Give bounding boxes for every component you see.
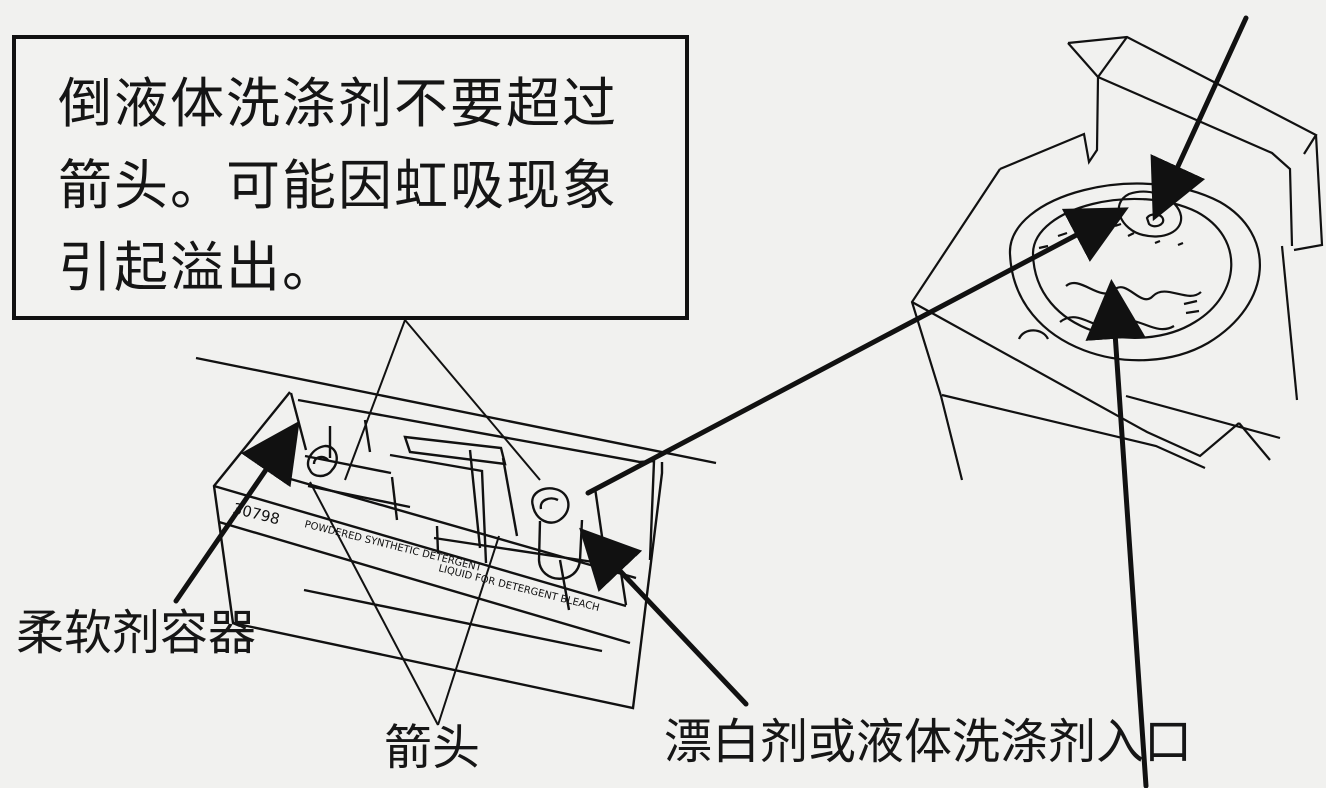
- bleach-or-liquid-inlet-label: 漂白剂或液体洗涤剂入口: [664, 714, 1193, 770]
- warning-note-text: 倒液体洗涤剂不要超过 箭头。可能因虹吸现象 引起溢出。: [58, 63, 668, 309]
- arrow-callout-lines: [309, 481, 500, 726]
- arrow-label: 箭头: [384, 720, 481, 776]
- callout-arrows: [173, 15, 1249, 788]
- warning-note-line-2: 箭头。可能因虹吸现象: [58, 154, 618, 217]
- warning-note-line-3: 引起溢出。: [58, 236, 338, 299]
- note-callout-lines: [344, 319, 541, 481]
- drawer-labels: 30798 POWDERED SYNTHETIC DETERGENT LIQUI…: [231, 499, 600, 614]
- softener-container-label: 柔软剂容器: [16, 605, 257, 661]
- warning-note-line-1: 倒液体洗涤剂不要超过: [58, 72, 618, 135]
- washing-machine-top: [910, 35, 1324, 481]
- warning-note-box: 倒液体洗涤剂不要超过 箭头。可能因虹吸现象 引起溢出。: [12, 35, 689, 320]
- drawer-group: [195, 356, 717, 710]
